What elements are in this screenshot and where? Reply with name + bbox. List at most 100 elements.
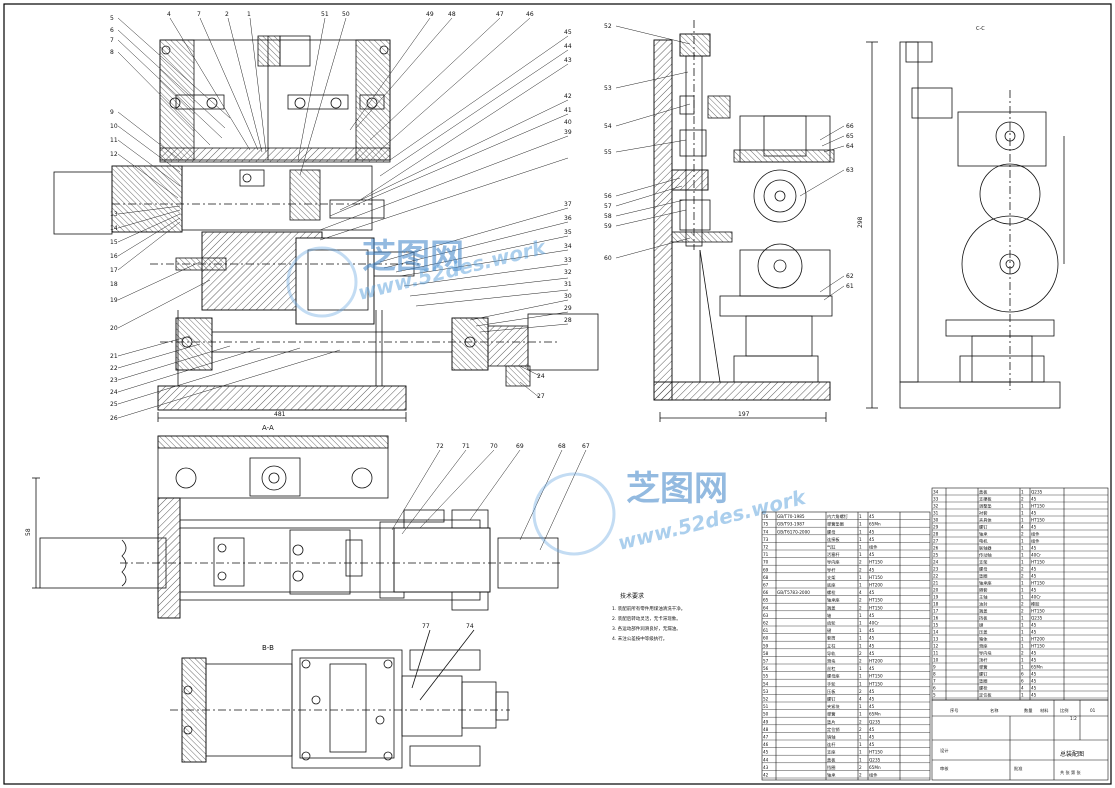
- table-cell: 76: [763, 514, 769, 519]
- table-cell: 70: [763, 560, 769, 565]
- table-cell: 65Mn: [869, 522, 881, 527]
- table-cell: 18: [933, 602, 939, 607]
- table-cell: 6: [933, 686, 936, 691]
- table-cell: 59: [763, 643, 769, 648]
- balloon-label: 19: [110, 297, 118, 304]
- balloon-label: 34: [564, 243, 572, 250]
- table-cell: Q235: [1031, 616, 1043, 621]
- table-cell: 4: [1021, 686, 1024, 691]
- table-cell: 1: [1021, 490, 1024, 495]
- table-cell: 2: [859, 651, 862, 656]
- table-cell: 65Mn: [869, 765, 881, 770]
- balloon-label: 50: [342, 11, 350, 18]
- table-cell: 1: [1021, 560, 1024, 565]
- table-cell: 20: [933, 588, 939, 593]
- table-cell: 盖板: [827, 756, 836, 763]
- balloon-label: 49: [426, 11, 434, 18]
- table-cell: 19: [933, 595, 939, 600]
- sheet-label: 共 张 第 张: [1060, 769, 1082, 776]
- table-cell: 43: [763, 765, 769, 770]
- table-cell: 45: [869, 727, 875, 732]
- table-cell: 齿轮: [827, 620, 836, 627]
- table-cell: 1: [859, 681, 862, 686]
- balloon-labels-side: 52 53 54 55 56 57 58 59 60 66 65 64 63 6…: [604, 23, 854, 290]
- table-cell: 定位销: [827, 726, 840, 733]
- balloon-label: 25: [110, 401, 118, 408]
- table-cell: 65Mn: [1031, 665, 1043, 670]
- table-cell: 轴承: [827, 772, 836, 779]
- table-cell: 组件: [1031, 531, 1039, 538]
- table-cell: 1: [859, 613, 862, 618]
- balloon-label: 6: [110, 27, 114, 34]
- table-cell: 组件: [869, 772, 877, 779]
- balloon-label: 52: [604, 23, 612, 30]
- balloon-label: 26: [110, 415, 118, 422]
- table-cell: 夹具体: [979, 517, 992, 524]
- table-cell: 42: [763, 773, 769, 778]
- table-cell: 1: [859, 628, 862, 633]
- table-cell: 45: [869, 636, 875, 641]
- table-cell: 40Cr: [869, 621, 879, 626]
- table-cell: 调整垫: [979, 503, 992, 510]
- table-cell: 55: [763, 674, 769, 679]
- end-view: [866, 41, 1065, 409]
- table-cell: 导向块: [979, 650, 992, 657]
- table-cell: 挡板: [979, 615, 988, 622]
- table-cell: 2: [859, 567, 862, 572]
- table-cell: 21: [933, 581, 939, 586]
- table-cell: 1: [859, 621, 862, 626]
- table-cell: 1: [859, 643, 862, 648]
- table-cell: 45: [869, 735, 875, 740]
- balloon-label: 5: [110, 15, 114, 22]
- table-cell: 4: [859, 697, 862, 702]
- notes-title: 技术要求: [620, 592, 644, 600]
- balloon-label: 64: [846, 143, 854, 150]
- balloon-label: 55: [604, 149, 612, 156]
- balloon-label: 39: [564, 129, 572, 136]
- table-cell: 12: [933, 644, 939, 649]
- table-cell: 连杆: [827, 741, 836, 748]
- table-cell: 4: [859, 590, 862, 595]
- table-cell: 45: [869, 537, 875, 542]
- balloon-label: 67: [582, 443, 590, 450]
- table-cell: 1: [859, 757, 862, 762]
- section-bb-label: B-B: [262, 644, 274, 652]
- table-cell: GB/T5783-2000: [777, 590, 810, 595]
- table-cell: 1: [859, 537, 862, 542]
- table-cell: 导轨: [827, 650, 836, 657]
- watermark-logo-icon: [286, 246, 358, 318]
- table-cell: 45: [869, 590, 875, 595]
- parts-list: [761, 487, 1109, 781]
- balloon-label: 29: [564, 305, 572, 312]
- section-aa-view: [32, 435, 560, 619]
- balloon-label: 62: [846, 273, 854, 280]
- main-front-view: [53, 35, 599, 422]
- table-cell: 1: [1021, 511, 1024, 516]
- table-cell: 50: [763, 712, 769, 717]
- table-cell: 10: [933, 658, 939, 663]
- balloon-label: 7: [110, 37, 114, 44]
- table-cell: 1: [859, 674, 862, 679]
- table-cell: 45: [1031, 588, 1037, 593]
- table-cell: 1: [859, 712, 862, 717]
- table-cell: 45: [1031, 672, 1037, 677]
- table-cell: 58: [763, 651, 769, 656]
- balloon-label: 28: [564, 317, 572, 324]
- table-cell: 2: [859, 659, 862, 664]
- leader-lines-aa: [391, 449, 587, 551]
- table-cell: 5: [933, 693, 936, 698]
- table-cell: HT150: [1031, 560, 1045, 565]
- balloon-label: 13: [110, 211, 118, 218]
- balloon-label: 24: [537, 373, 545, 380]
- table-cell: 45: [869, 666, 875, 671]
- table-cell: 68: [763, 575, 769, 580]
- table-cell: 压板: [827, 688, 836, 695]
- table-cell: 45: [1031, 574, 1037, 579]
- balloon-label: 61: [846, 283, 854, 290]
- table-cell: HT150: [1031, 581, 1045, 586]
- dimension-end-height: 298: [857, 216, 864, 228]
- balloon-label: 14: [110, 225, 118, 232]
- table-cell: 螺母: [979, 566, 987, 573]
- balloon-label: 2: [225, 11, 229, 18]
